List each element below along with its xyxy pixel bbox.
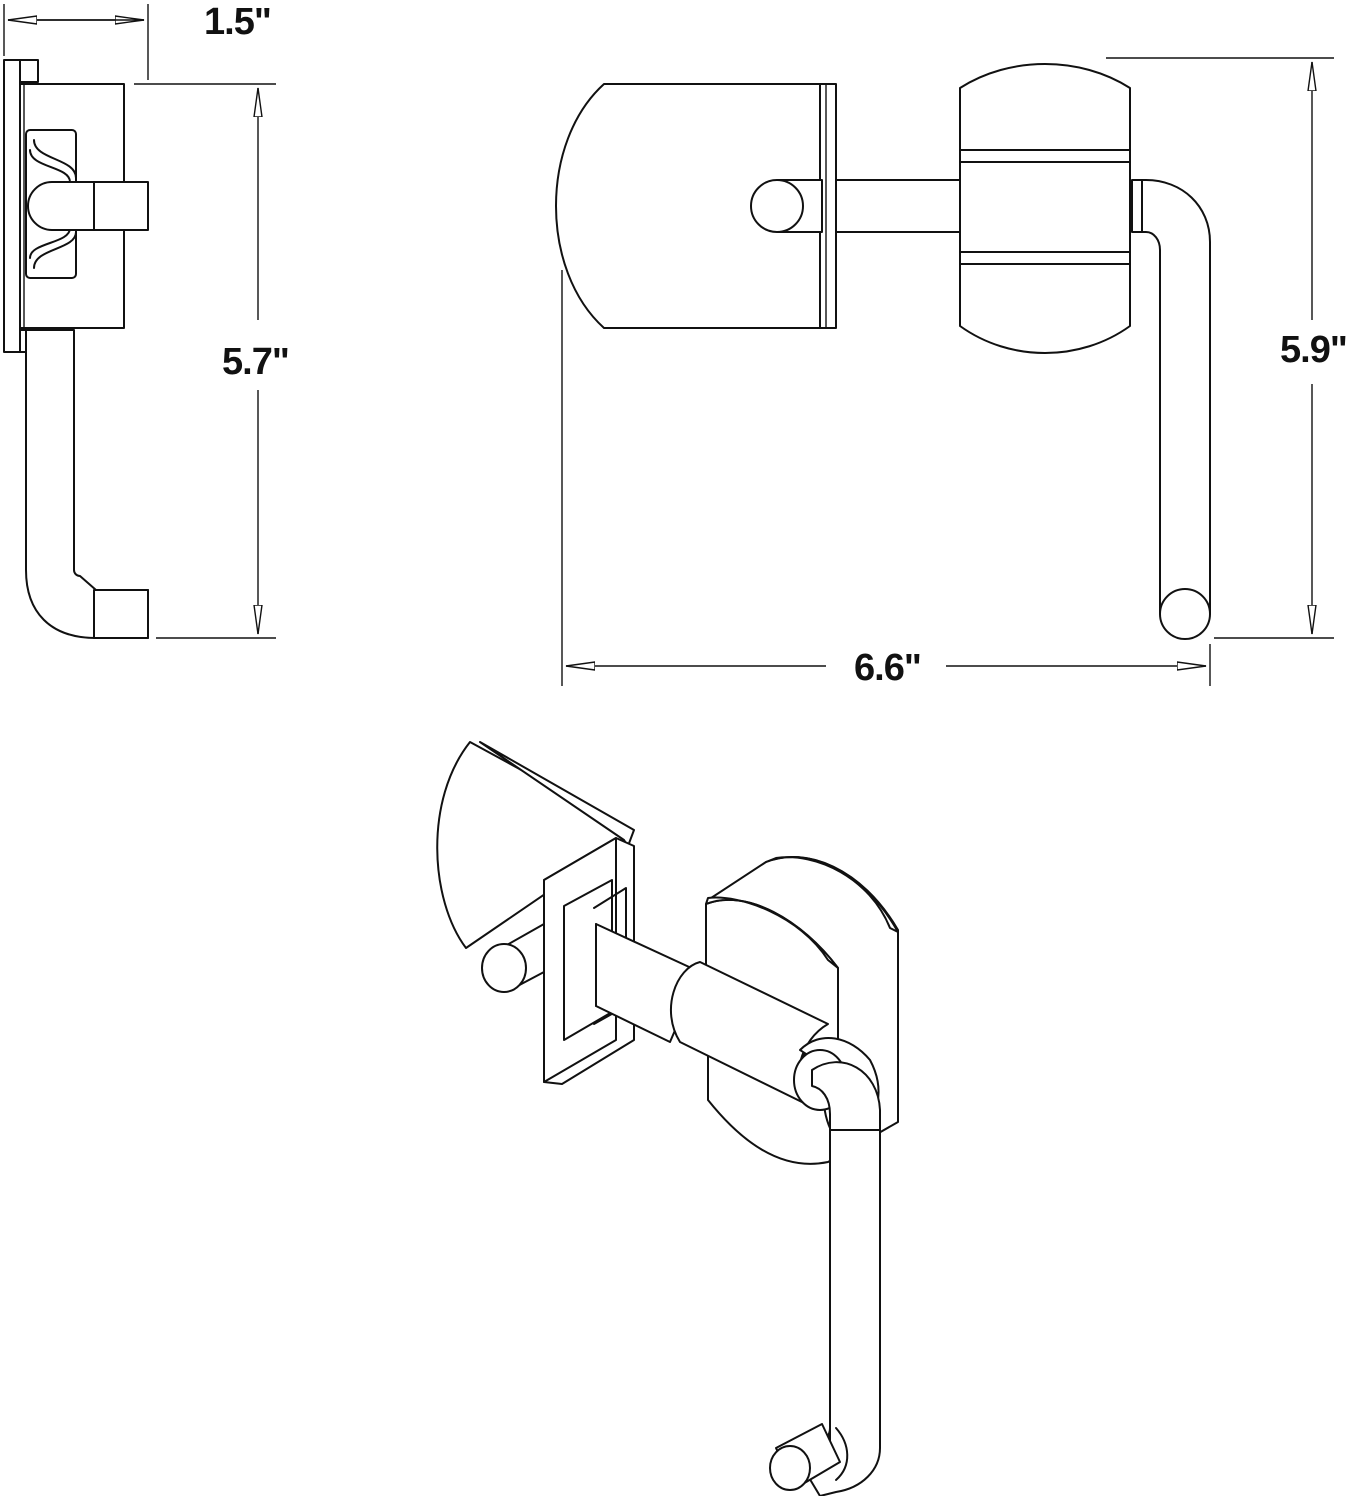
front-height-label: 5.9" — [1280, 329, 1347, 371]
front-width-label: 6.6" — [854, 647, 921, 689]
isometric-view — [436, 741, 899, 1496]
side-view: 1.5" 5.7" — [3, 1, 290, 639]
front-view: 5.9" 6.6" — [555, 57, 1347, 689]
side-height-label: 5.7" — [222, 341, 289, 383]
side-depth-label: 1.5" — [204, 1, 271, 43]
